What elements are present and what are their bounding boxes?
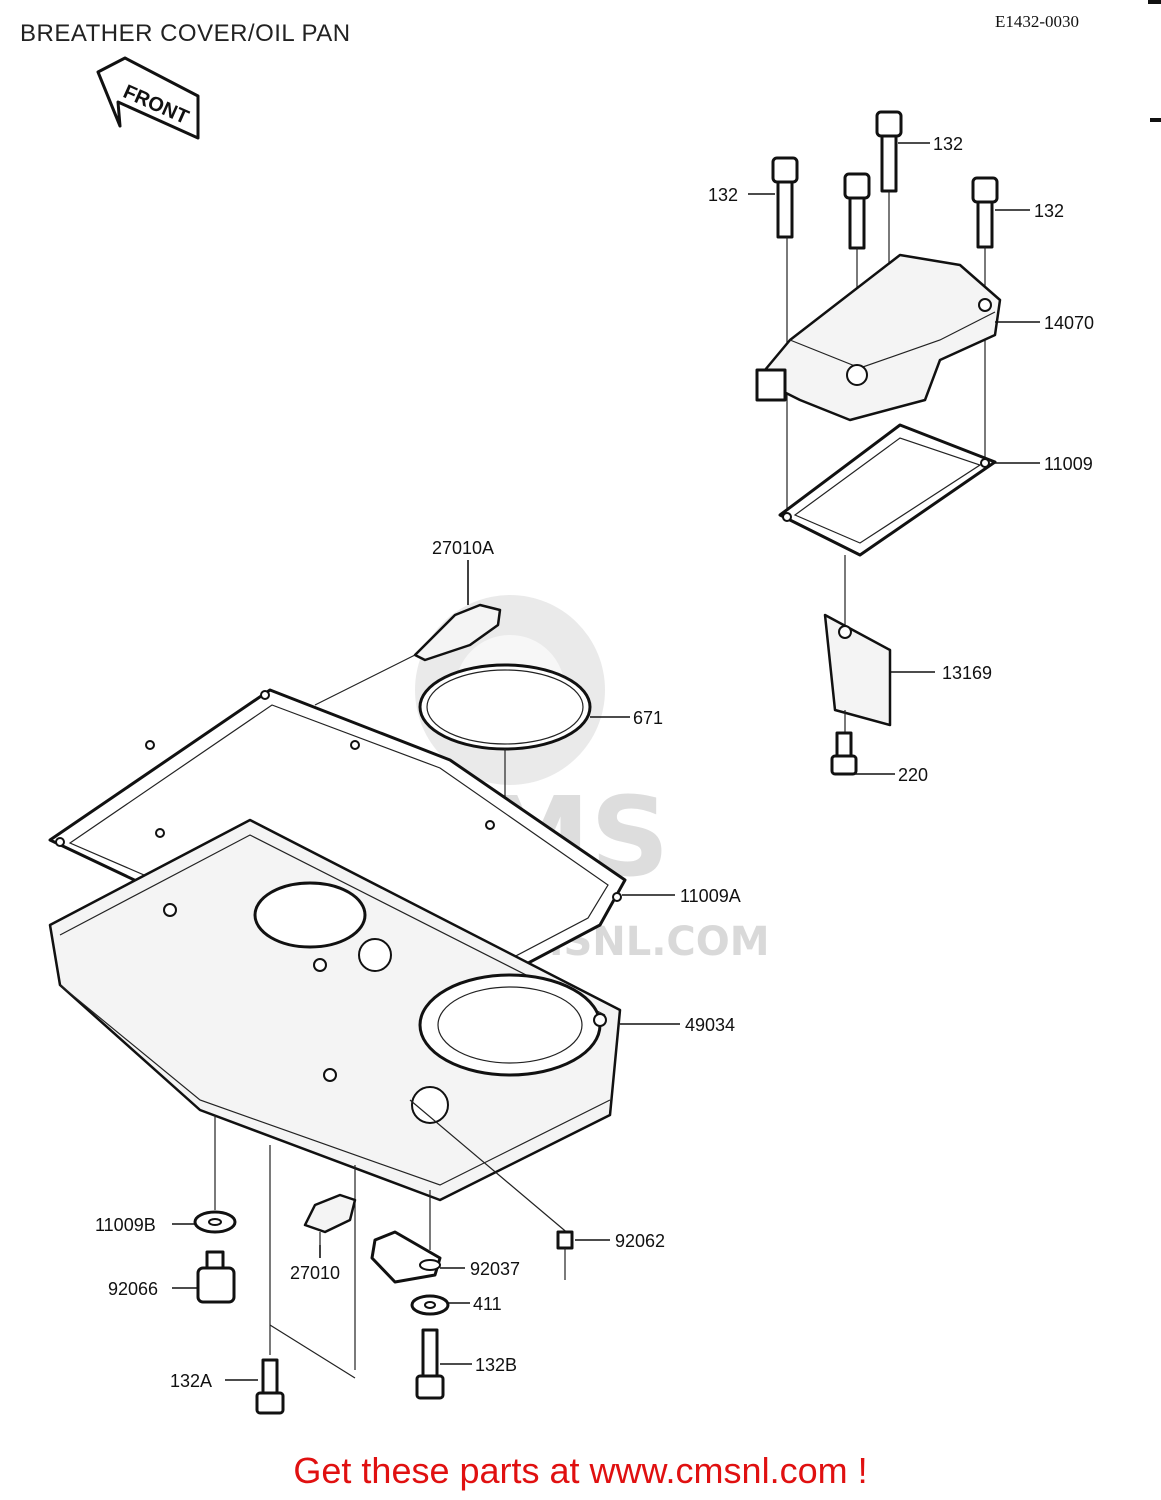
breather-cover: [755, 253, 1002, 422]
part-label: 92037: [470, 1259, 520, 1279]
washer-11009b: [193, 1210, 237, 1234]
part-label: 49034: [685, 1015, 735, 1035]
leader-lines: [172, 142, 1040, 1381]
bolt-icon: [771, 156, 799, 239]
breather-gasket: [778, 423, 997, 625]
part-label: 11009: [1044, 454, 1093, 474]
part-label: 132: [708, 185, 738, 205]
breather-plate: [823, 613, 892, 735]
washer-411: [410, 1294, 450, 1316]
part-label: 132: [1034, 201, 1064, 221]
diagram-code: E1432-0030: [995, 12, 1080, 31]
bolt-icon: [971, 176, 999, 249]
part-label: 92066: [108, 1279, 158, 1299]
part-label: 132B: [475, 1355, 517, 1375]
front-arrow-icon: FRONT: [96, 56, 200, 140]
clamp-92037: [370, 1230, 442, 1284]
part-label: 671: [633, 708, 663, 728]
part-label: 27010: [290, 1263, 340, 1283]
drain-plug-92066: [196, 1250, 236, 1304]
bolt-132a-icon: [255, 1358, 285, 1415]
nut-92062: [556, 1230, 574, 1250]
part-label: 132A: [170, 1371, 212, 1391]
part-label: 92062: [615, 1231, 665, 1251]
part-label: 11009B: [95, 1215, 156, 1235]
part-label: 132: [933, 134, 963, 154]
bolt-icon: [875, 110, 903, 193]
part-label: 411: [473, 1294, 502, 1314]
oil-pan: [48, 818, 622, 1379]
part-label: 11009A: [680, 886, 741, 906]
part-label: 13169: [942, 663, 992, 683]
part-label: 27010A: [432, 538, 494, 558]
part-label: 220: [898, 765, 928, 785]
bolt-220-icon: [830, 731, 858, 776]
part-labels: 132 132 132 14070 11009 27010A 671 13169…: [95, 134, 1094, 1391]
shop-link[interactable]: Get these parts at www.cmsnl.com !: [293, 1450, 868, 1491]
bolt-icon: [843, 172, 871, 250]
bolt-132b-icon: [415, 1328, 445, 1400]
part-label: 14070: [1044, 313, 1094, 333]
switch-27010: [303, 1193, 357, 1245]
sensor-27010a: [314, 603, 502, 706]
diagram-title: BREATHER COVER/OIL PAN: [20, 20, 351, 47]
